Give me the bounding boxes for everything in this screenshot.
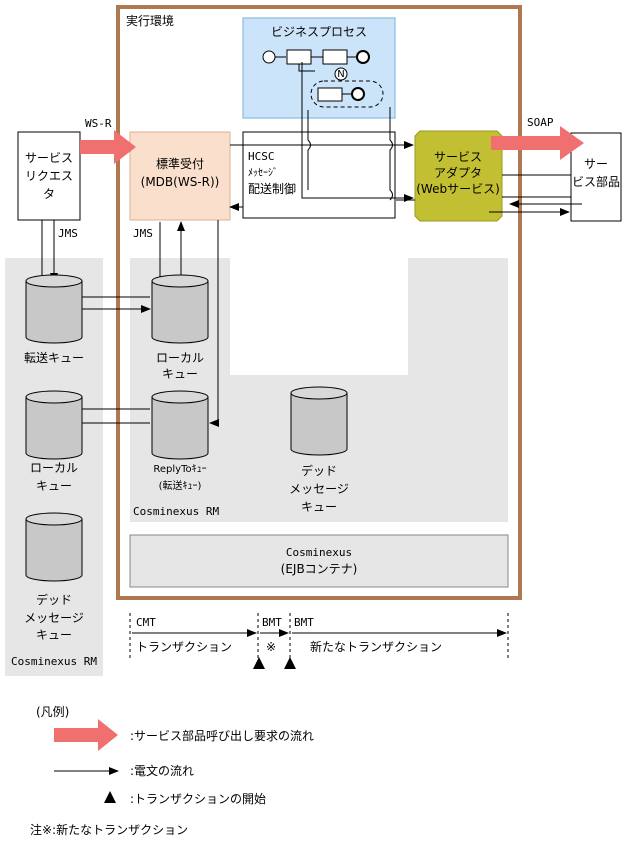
legend-transaction-marker: [104, 791, 116, 803]
bp-n-icon: [334, 67, 348, 81]
left-dead-letter-cylinder: [25, 512, 83, 582]
bp-dashed-region: [310, 80, 384, 108]
bp-activity-2: [322, 49, 348, 65]
hcsc-box: [242, 131, 396, 219]
ws-r-label: WS-R: [85, 117, 112, 130]
center-dead-letter-cylinder: [290, 386, 348, 456]
bp-activity-1: [286, 49, 312, 65]
new-transaction-label: 新たなトランザクション: [310, 639, 442, 654]
bp-end-node: [356, 50, 370, 64]
ejb-container: [129, 534, 509, 588]
replyto-queue-line1: ReplyToｷｭｰ: [153, 464, 206, 475]
bp-start-node: [262, 50, 276, 64]
legend-note: 注※:新たなトランザクション: [30, 822, 188, 837]
execution-env-title: 実行環境: [126, 13, 174, 28]
note-mark: ※: [266, 640, 276, 654]
center-rm-label: Cosminexus RM: [133, 505, 219, 518]
standard-receiver-box: [129, 131, 231, 221]
replyto-queue-line2: (転送ｷｭｰ): [159, 479, 202, 492]
left-local-queue-cylinder: [25, 390, 83, 460]
service-adapter-box: [414, 130, 503, 222]
legend-request-flow: :サービス部品呼び出し要求の流れ: [130, 728, 314, 743]
standard-receiver-line2: (MDB(WS-R)): [141, 175, 220, 189]
left-dead-letter-line1: デッド: [36, 592, 72, 607]
bp-sub-activity: [317, 87, 343, 102]
hcsc-line1: HCSC: [248, 150, 275, 163]
service-adapter-line3: (Webサービス): [416, 182, 500, 196]
left-local-queue-line2: キュー: [36, 479, 72, 493]
center-local-queue-line2: キュー: [162, 367, 198, 381]
service-requester-line1: サービス: [25, 151, 73, 165]
jms-center-label: JMS: [133, 227, 153, 240]
center-dead-letter-line2: メッセージ: [289, 482, 349, 496]
hcsc-line3: 配送制御: [248, 181, 296, 196]
soap-label: SOAP: [527, 116, 554, 129]
request-arrow-soap: [491, 126, 584, 160]
jms-left-label: JMS: [58, 227, 78, 240]
bmt-label-2: BMT: [294, 616, 314, 629]
bmt-label-1: BMT: [262, 616, 282, 629]
service-adapter-line2: アダプタ: [434, 165, 482, 180]
service-requester-line2: リクエス: [25, 169, 73, 183]
legend-title: (凡例): [36, 705, 69, 719]
business-process-title: ビジネスプロセス: [271, 25, 367, 39]
standard-receiver-line1: 標準受付: [156, 156, 204, 171]
service-adapter-line1: サービス: [434, 150, 482, 164]
service-component-line2: ビス部品: [572, 174, 620, 189]
transfer-queue-label: 転送キュー: [24, 350, 84, 365]
ejb-container-line1: Cosminexus: [286, 546, 352, 559]
replyto-queue-cylinder: [151, 390, 209, 460]
left-local-queue-line1: ローカル: [30, 461, 78, 475]
transaction-start-marker-2: [284, 657, 296, 669]
left-dead-letter-line3: キュー: [36, 628, 72, 642]
service-requester-box: [17, 131, 81, 221]
legend-transaction-start: :トランザクションの開始: [130, 792, 266, 806]
center-dead-letter-line3: キュー: [301, 500, 337, 514]
service-requester-line3: タ: [43, 187, 55, 201]
execution-env-frame: [116, 5, 522, 600]
center-dead-letter-line1: デッド: [301, 463, 337, 478]
transaction-label: トランザクション: [136, 640, 232, 654]
legend-request-arrow: [54, 719, 118, 751]
left-dead-letter-line2: メッセージ: [24, 611, 84, 625]
left-rm-label: Cosminexus RM: [11, 655, 97, 668]
transaction-start-marker-1: [253, 657, 265, 669]
bp-sub-end-node: [351, 87, 365, 101]
center-local-queue-cylinder: [151, 274, 209, 344]
transfer-queue-cylinder: [25, 274, 83, 344]
service-component-box: [570, 132, 622, 222]
bp-n-label: N: [337, 69, 344, 80]
service-component-line1: サー: [584, 157, 608, 171]
request-arrow-ws-r: [80, 130, 136, 164]
center-local-queue-line1: ローカル: [156, 351, 204, 365]
cmt-label: CMT: [136, 616, 156, 629]
ejb-container-line2: (EJBコンテナ): [281, 562, 358, 576]
hcsc-line2: ﾒｯｾｰｼﾞ: [248, 167, 278, 179]
legend-message-flow: :電文の流れ: [130, 763, 194, 778]
